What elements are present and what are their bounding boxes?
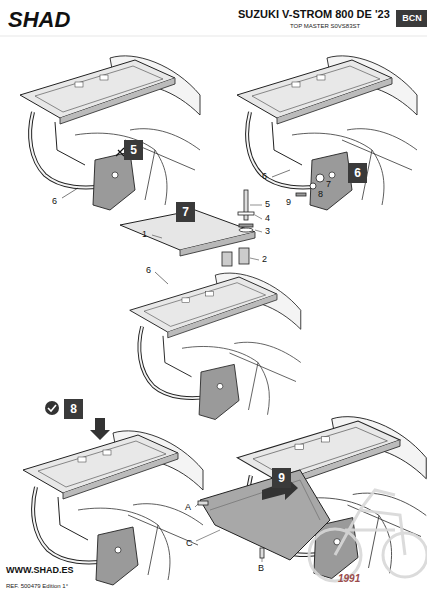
part-number: 7 <box>326 180 331 189</box>
part-number: 4 <box>265 214 270 223</box>
part-number: 5 <box>265 200 270 209</box>
watermark-year: 1991 <box>338 574 360 584</box>
step-number-box: 5 <box>124 140 143 160</box>
part-number: 2 <box>262 255 267 264</box>
part-number: 6 <box>262 172 267 181</box>
brand-logo: SHAD <box>8 9 70 31</box>
step-number: 8 <box>64 403 83 415</box>
part-number: 1 <box>142 230 147 239</box>
part-number: 8 <box>318 190 323 199</box>
website: WWW.SHAD.ES <box>6 566 74 575</box>
part-letter: B <box>258 564 264 573</box>
step-number: 9 <box>272 472 291 484</box>
part-number: 6 <box>52 197 57 206</box>
step-number: 5 <box>124 144 143 156</box>
step-number-box: 7 <box>176 202 195 222</box>
document-reference: REF. 500479 Edition 1° <box>6 583 68 589</box>
step-number: BCN <box>396 14 427 23</box>
step-number: 6 <box>348 167 367 179</box>
part-letter: A <box>185 503 191 512</box>
part-number: 9 <box>286 198 291 207</box>
step-number: 7 <box>176 206 195 218</box>
step-number-box: 8 <box>64 399 83 419</box>
sheet-title: SUZUKI V-STROM 800 DE '23 <box>238 9 390 20</box>
step-number-box: 6 <box>348 163 367 183</box>
model-reference: TOP MASTER S0VS83ST <box>290 23 360 29</box>
part-number: 6 <box>146 266 151 275</box>
badge-box: BCN <box>396 10 427 27</box>
part-letter: C <box>186 539 193 548</box>
step-number-box: 9 <box>272 468 291 488</box>
part-number: 3 <box>265 227 270 236</box>
